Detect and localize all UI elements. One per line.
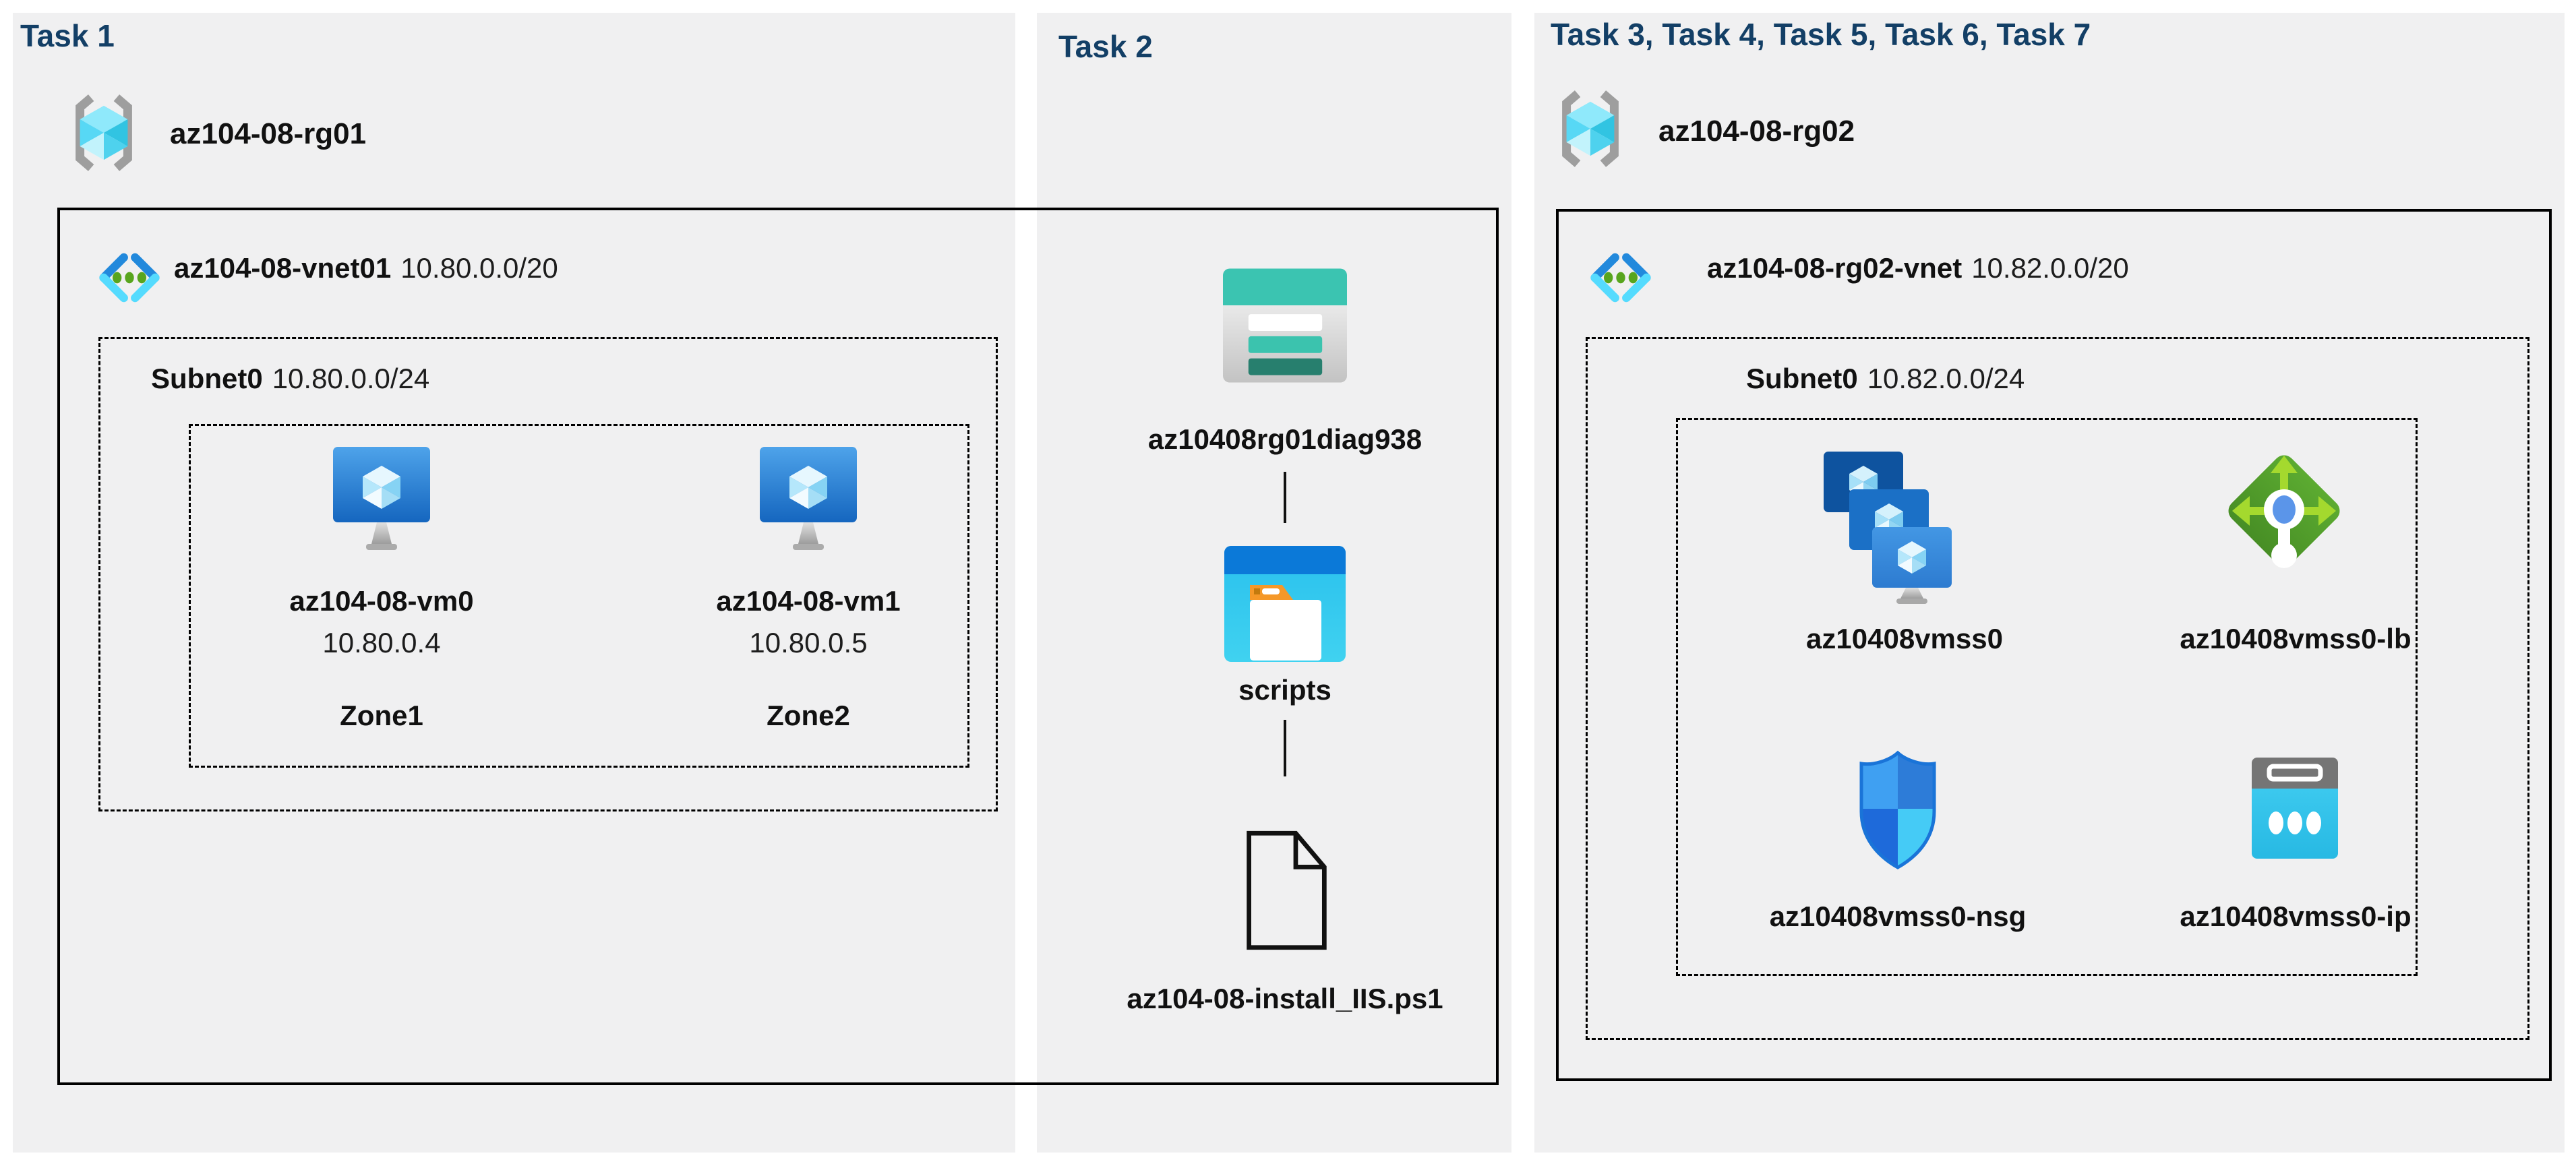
storage-account-icon <box>1223 268 1347 386</box>
task3-panel <box>1534 13 2565 1153</box>
connector-storage-scripts <box>1284 472 1286 523</box>
public-ip-icon <box>2245 752 2345 869</box>
subnet2-label: Subnet0 10.82.0.0/24 <box>1746 363 2025 395</box>
script-file-name: az104-08-install_IIS.ps1 <box>1127 983 1443 1014</box>
vmss-name: az10408vmss0 <box>1806 623 2003 654</box>
scripts-folder-name: scripts <box>1238 674 1331 706</box>
resource-group-name: az104-08-rg01 <box>170 117 367 150</box>
network-security-group-icon <box>1851 749 1945 874</box>
subnet2-name: Subnet0 <box>1746 363 1858 394</box>
virtual-machine-icon <box>758 445 859 559</box>
subnet1-name: Subnet0 <box>151 363 263 394</box>
subnet1-boundary <box>98 337 998 811</box>
script-file-icon <box>1242 828 1330 956</box>
public-ip-name: az10408vmss0-ip <box>2180 900 2412 932</box>
vm1-ip: 10.80.0.5 <box>749 627 868 658</box>
subnet2-boundary <box>1586 337 2529 1040</box>
vmss-resources-boundary <box>1676 418 2418 976</box>
task3-title: Task 3, Task 4, Task 5, Task 6, Task 7 <box>1551 17 2091 52</box>
virtual-machine-icon <box>331 445 432 559</box>
task1-title: Task 1 <box>20 18 115 53</box>
vm-scale-set-icon <box>1817 448 1952 607</box>
storage-account-name: az10408rg01diag938 <box>1147 423 1422 455</box>
subnet1-cidr: 10.80.0.0/24 <box>272 363 430 394</box>
virtual-network-icon <box>1587 235 1654 324</box>
resource-group-name: az104-08-rg02 <box>1658 115 1855 148</box>
connector-scripts-file <box>1284 720 1286 776</box>
vnet1-cidr: 10.80.0.0/20 <box>400 252 558 284</box>
vm1-cell: az104-08-vm1 10.80.0.5 Zone2 <box>667 445 950 732</box>
vm0-zone: Zone1 <box>340 700 423 731</box>
resource-group-icon <box>64 93 144 176</box>
vm0-ip: 10.80.0.4 <box>322 627 441 658</box>
resource-group-icon <box>1551 89 1630 172</box>
vm1-zone: Zone2 <box>767 700 850 731</box>
subnet2-cidr: 10.82.0.0/24 <box>1867 363 2025 394</box>
load-balancer-icon <box>2220 443 2348 595</box>
subnet1-label: Subnet0 10.80.0.0/24 <box>151 363 429 395</box>
vm1-name: az104-08-vm1 <box>716 585 901 617</box>
task1-panel <box>13 13 1015 1153</box>
vnet2-cidr: 10.82.0.0/20 <box>1971 252 2129 284</box>
vnet1-boundary <box>57 208 1499 1085</box>
scripts-folder-icon <box>1224 546 1346 665</box>
load-balancer-name: az10408vmss0-lb <box>2180 623 2412 654</box>
vnet2-name: az104-08-rg02-vnet <box>1707 252 1963 284</box>
vm0-cell: az104-08-vm0 10.80.0.4 Zone1 <box>240 445 523 732</box>
vnet2-boundary <box>1556 209 2552 1081</box>
vm-zone-boundary <box>189 424 969 768</box>
virtual-network-icon <box>96 235 163 324</box>
network-security-group-name: az10408vmss0-nsg <box>1769 900 2027 932</box>
vnet1-name: az104-08-vnet01 <box>174 252 392 284</box>
vm0-name: az104-08-vm0 <box>289 585 474 617</box>
task2-title: Task 2 <box>1058 29 1153 64</box>
